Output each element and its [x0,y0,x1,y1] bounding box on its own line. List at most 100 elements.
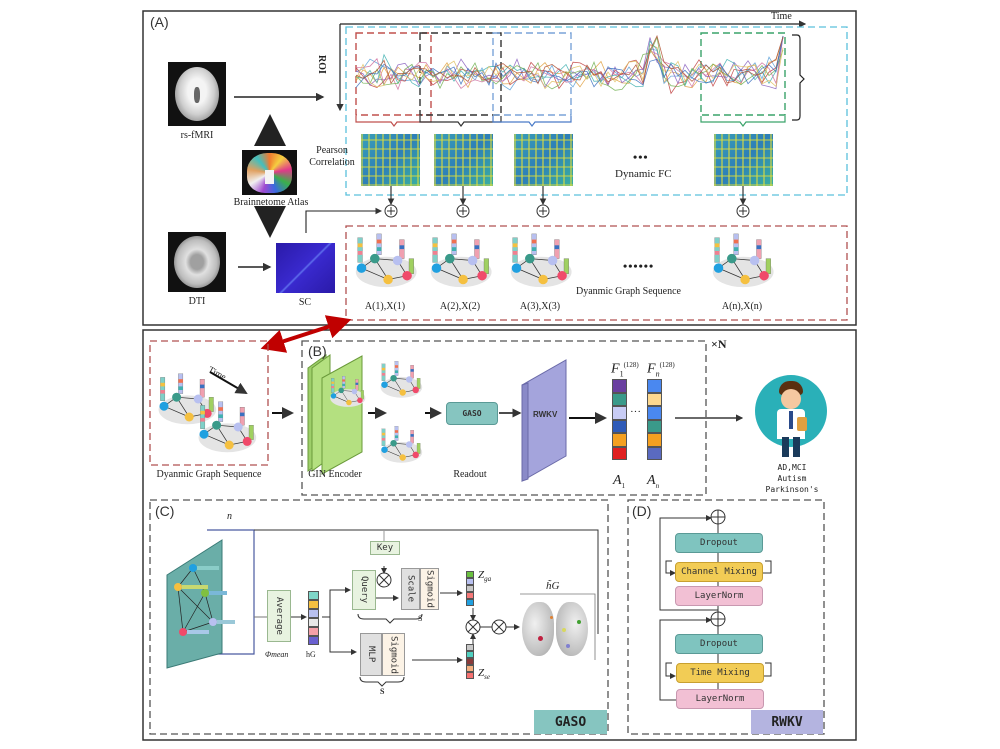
feature-1-sup: (128) [623,361,639,369]
panel-c-tag: (C) [155,503,175,519]
skip-line [254,529,599,634]
s-brace-top [357,613,423,624]
mlp-label: MLP [366,646,376,663]
vector-cell [308,591,319,600]
feature-dots: ··· [630,406,641,418]
brainnetome-atlas-image [242,150,297,195]
vector-cell [466,644,474,651]
vector-cell [647,446,662,460]
roi-signal-line [355,47,784,90]
vector-cell [647,406,662,420]
brain-graph-3 [507,232,574,289]
link-double-arrow [260,315,352,353]
time-mix-loop [665,662,676,679]
gaso-module-tag: GASO [534,710,607,734]
vector-cell [612,433,627,447]
dropout-block-top: Dropout [675,533,763,553]
brace-3 [492,116,572,127]
an-sub: n [655,481,660,490]
readout-label: Readout [453,469,487,480]
time-label: Time [771,11,792,22]
brace-2 [419,116,502,127]
brain-graph-readout-2 [378,425,424,464]
brain-graph-readout-1 [378,360,424,399]
vector-cell [612,392,627,406]
fc-matrix-n [714,134,773,186]
time-mix-loop-r [762,662,772,677]
fc-ellipsis: ••• [633,150,649,164]
panel-bcd-frame [142,329,857,741]
brain-graph-gin [328,375,367,408]
a1-letter: A [613,473,622,488]
n-label: n [227,511,232,522]
a1-label: A1 [613,473,625,490]
panel-d-tag: (D) [632,503,652,519]
vector-cell [466,665,474,672]
hg-vector [308,591,319,645]
brain-graph-seq-2 [195,400,258,454]
vector-cell [466,599,474,606]
feature-n-letter: F [647,361,656,377]
panel-d-region [627,499,825,735]
vector-cell [466,571,474,578]
key-block: Key [370,541,400,555]
sc-matrix [276,243,335,293]
panel-b-seq-region [149,340,269,466]
doctor-leg [793,437,800,457]
gin-encoder-layers [307,354,363,475]
feature-1-label: F1(128) [611,361,639,378]
rs-fmri-label: rs-fMRI [180,130,214,141]
roi-signal-line [355,37,784,89]
vector-cell [466,672,474,679]
sigmoid-label-top: Sigmoid [424,570,435,608]
fc-matrix-3 [514,134,573,186]
dti-image [168,232,226,292]
vector-cell [308,609,319,618]
vector-cell [466,585,474,592]
panel-b-tag: (B) [308,343,327,359]
feature-vector-1 [612,379,627,460]
vector-cell [612,406,627,420]
doctor-leg [782,437,789,457]
graph-ellipsis: •••••• [623,259,655,273]
layernorm-block-bottom: LayerNorm [676,689,764,709]
feature-1-sub: 1 [619,369,624,379]
vector-cell [308,636,319,645]
z-ga-sub: ga [484,575,492,584]
pearson-label-line-1: Pearson [316,145,348,156]
pearson-correlation-label: Pearson Correlation [306,145,358,169]
doctor-face [781,389,801,409]
hg-to-mlp [329,617,357,655]
panel-b-region [301,340,707,496]
vector-cell [612,446,627,460]
graph-label-2: A(2),X(2) [439,301,481,312]
layernorm-block-top: LayerNorm [675,586,763,606]
graph-bracket [207,529,255,655]
bold-signals [355,34,784,95]
sigmoid-block-bottom: Sigmoid [382,633,405,676]
vector-cell [466,651,474,658]
diagnosis-ad-mci: AD,MCI [777,463,807,472]
dynamic-graph-sequence-label-b: Dyanmic Graph Sequence [156,469,262,480]
vector-cell [466,592,474,599]
roi-signal-line [355,34,784,85]
hg-label: hG [306,650,316,659]
brain-graph-n [709,232,776,289]
hg-to-query [322,587,351,618]
vector-cell [612,419,627,433]
channel-mix-loop-r [762,560,772,574]
an-label: An [647,473,659,490]
diagnosis-list: AD,MCI Autism Parkinson's [750,462,834,495]
repeat-n-label: ×N [711,337,727,351]
dynamic-graph-sequence-label: Dyanmic Graph Sequence [576,286,681,297]
mlp-block: MLP [360,633,382,676]
rwkv-block [521,359,567,482]
gaso-block: GASO [446,402,498,425]
pearson-label-line-2: Correlation [309,157,355,168]
dti-label: DTI [188,296,206,307]
brace-n [700,116,786,127]
brain-graph-2 [427,232,494,289]
vector-cell [647,419,662,433]
vector-cell [466,578,474,585]
dynamic-fc-region [345,26,848,196]
